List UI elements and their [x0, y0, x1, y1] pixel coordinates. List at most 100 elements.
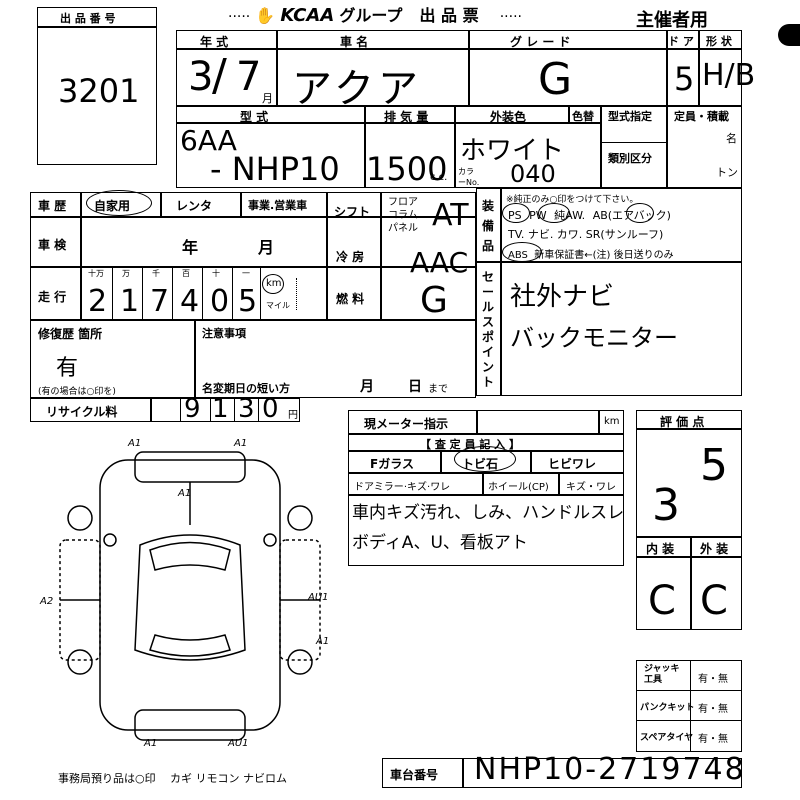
month-unit: 月 [262, 92, 273, 105]
fuel-label: 燃 料 [336, 292, 365, 306]
shift-label: シフト [334, 205, 371, 219]
exterior-color-label: 外装色 [490, 110, 527, 124]
aircon-value: AAC [410, 246, 469, 279]
grade-value: G [538, 54, 573, 105]
header-title: ····· ✋ KCAA グループ 出 品 票 ····· [228, 2, 522, 26]
type-designation-label: 型式指定 [608, 110, 652, 123]
brand-logo: KCAA [280, 5, 335, 26]
inspector-note-2: ボディA、U、看板アト [352, 533, 528, 553]
car-front-panel [134, 451, 246, 483]
title-change-day: 日 [408, 379, 422, 395]
inspector-note-1: 車内キズ汚れ、しみ、ハンドルスレ [352, 503, 625, 523]
damage-mark: A1 [178, 488, 192, 499]
wheel-front-right [287, 505, 313, 531]
recycle-unit: 円 [288, 410, 298, 421]
exterior-color-value: ホワイト [460, 136, 565, 166]
mirror-right [263, 533, 277, 547]
title-change-month: 月 [360, 379, 374, 395]
inspection-year-unit: 年 [182, 238, 199, 257]
glass-label: Fガラス [370, 457, 414, 471]
wheel-front-left [67, 505, 93, 531]
month-value: 7 [236, 54, 262, 100]
vehicle-table [176, 30, 742, 188]
year-label: 年 式 [200, 35, 229, 49]
spare-option: 有・無 [698, 734, 728, 745]
repair-note: (有の場合は○印を) [38, 387, 116, 397]
rating-score-top: 3 [652, 480, 680, 531]
recycle-digit: 0 [262, 394, 279, 424]
sales-point-line2: バックモニター [510, 324, 678, 352]
crack-label: ヒビワレ [548, 457, 597, 471]
inspection-month-unit: 月 [258, 238, 275, 257]
car-rear-window [149, 634, 231, 657]
capacity-unit-persons: 名 [726, 132, 737, 145]
wheel-rear-left [67, 649, 93, 675]
recycle-digit: 9 [184, 394, 201, 424]
mileage-unit-10: 十 [212, 269, 220, 278]
rating-label: 評 価 点 [660, 415, 705, 429]
corner-mark-icon [778, 24, 800, 46]
mileage-unit-1: 一 [242, 269, 250, 278]
mirror-label: ドアミラー·キズ·ワレ [354, 482, 451, 493]
history-table [30, 192, 476, 320]
title-change-label: 名変期日の短い方 [202, 382, 290, 395]
exterior-label: 外 装 [700, 542, 729, 556]
fuel-value: G [420, 280, 448, 321]
equipment-row2: TV. ナビ. カワ. SR(サンルーフ) [508, 228, 664, 241]
mileage-label: 走 行 [38, 290, 67, 304]
history-rental: レンタ [176, 199, 213, 213]
wheel-scratch-label: キズ・ワレ [566, 482, 616, 493]
repair-label: 修復歴 箇所 [38, 327, 103, 341]
color-no-value: 040 [510, 160, 556, 188]
displacement-value: 1500 [366, 150, 448, 188]
damage-mark: AU1 [228, 738, 249, 749]
damage-mark: A1 [234, 438, 248, 449]
ab-circle [626, 203, 654, 223]
lot-number: 3201 [58, 72, 140, 110]
mileage-digit: 5 [238, 284, 258, 319]
recycle-digit: 1 [212, 394, 229, 424]
chassis-box [382, 758, 742, 788]
puncture-option: 有・無 [698, 704, 728, 715]
recycle-label: リサイクル料 [46, 405, 118, 419]
capacity-label: 定員・積載 [674, 110, 729, 123]
tools-box [636, 660, 742, 752]
wheel-label: ホイール(CP) [488, 482, 549, 493]
history-selected-circle [86, 190, 152, 216]
grade-label: グ レ ー ド [510, 35, 571, 49]
inspector-box [348, 434, 624, 566]
car-diagram [59, 451, 321, 741]
chassis-number: NHP10-2719748 [474, 752, 746, 787]
car-cabin [134, 534, 246, 661]
rating-box [636, 410, 742, 630]
spare-label: スペアタイヤ [640, 733, 694, 743]
name-label: 車 名 [340, 35, 369, 49]
sheet-label: 出 品 票 [419, 6, 479, 25]
mile-label: マイル [266, 301, 290, 310]
meter-label: 現メーター指示 [364, 417, 449, 431]
group-label: グループ [339, 6, 403, 25]
caution-label: 注意事項 [202, 327, 246, 340]
displacement-unit: c.c. [430, 172, 448, 183]
sales-point-line1: 社外ナビ [510, 282, 615, 312]
car-name: アクア [292, 66, 422, 112]
inspection-label: 車 検 [38, 238, 67, 252]
puncture-label: パンクキット [640, 703, 695, 713]
dots-decoration: ····· [228, 9, 251, 25]
office-items: カギ リモコン ナビロム [170, 772, 287, 785]
mileage-unit-1k: 千 [152, 269, 160, 278]
damage-mark: A1 [316, 636, 330, 647]
body-label: 形 状 [706, 35, 732, 48]
sales-point-box [476, 262, 742, 396]
color-no-label: カラーNo. [458, 167, 480, 187]
equipment-side-label: 装備品 [482, 199, 495, 253]
door-value: 5 [674, 60, 695, 98]
mileage-unit-100: 百 [182, 269, 190, 278]
equipment-box [476, 188, 742, 262]
model-label: 型 式 [240, 110, 269, 124]
shift-column: コラム [388, 210, 418, 221]
category-label: 類別区分 [608, 152, 652, 165]
slash-mark: / [212, 50, 227, 101]
shift-value: AT [432, 198, 469, 233]
shift-panel: パネル [388, 223, 418, 234]
